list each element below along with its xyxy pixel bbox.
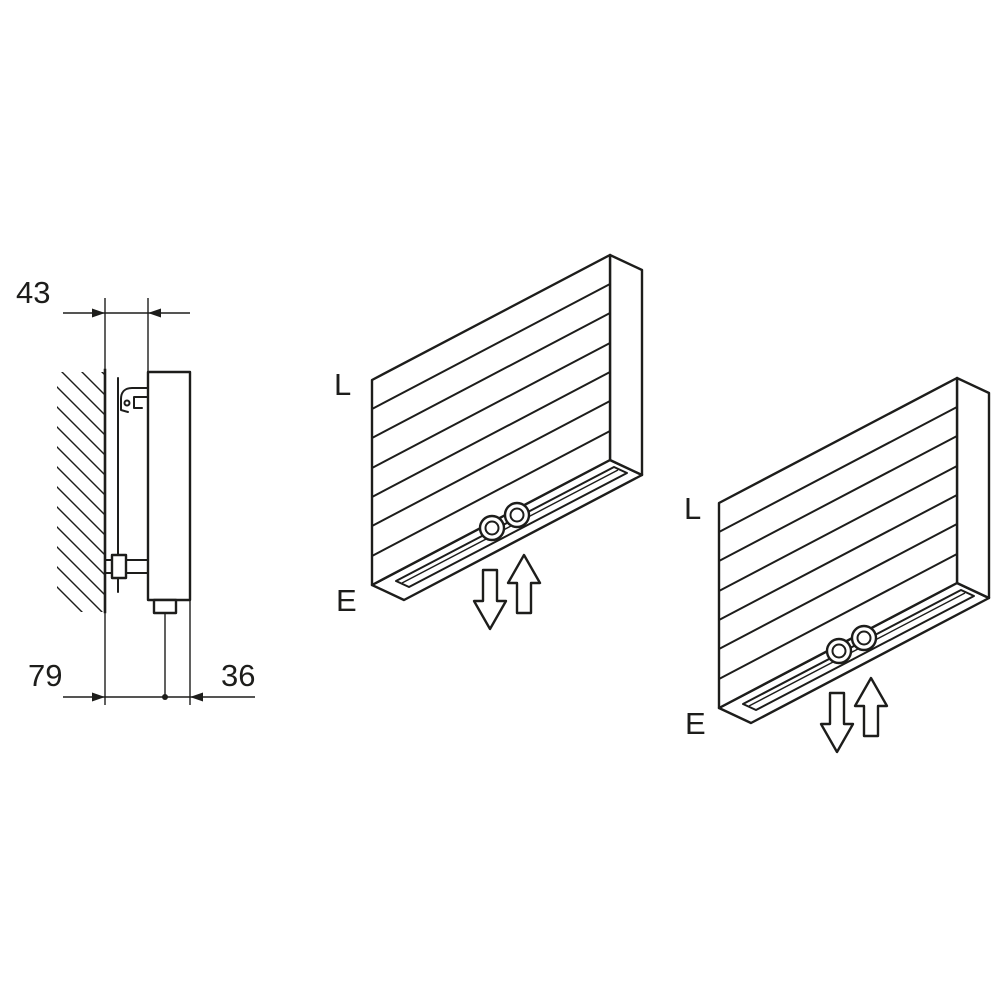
bottom-mounting-bracket [105,553,149,580]
dimension-extension-lines [104,298,191,705]
isometric-radiator-2 [717,376,991,754]
top-mounting-bracket [120,387,149,413]
dimension-value-top: 43 [16,275,50,310]
port-label-E: E [336,583,357,618]
dimension-arrowhead [190,692,203,702]
wall-hatching [57,372,105,612]
isometric-view-back-model: L E [684,376,991,754]
isometric-radiator-1 [370,253,644,631]
side-view-diagram: 43 79 36 [16,275,255,705]
port-label-L: L [684,491,701,526]
dimension-value-bottom-right: 36 [221,658,255,693]
dimension-bottom: 79 36 [28,658,255,702]
port-label-L: L [334,367,351,402]
port-label-E: E [685,706,706,741]
dimension-arrowhead [92,308,105,318]
bottom-valve [152,598,178,615]
isometric-view-front-model: L E [334,253,644,631]
dimension-top: 43 [16,275,190,318]
dimension-arrowhead [92,692,105,702]
dimension-arrowhead [148,308,161,318]
dimension-value-bottom-left: 79 [28,658,62,693]
radiator-side-profile [146,370,192,602]
dimension-node-dot [162,694,168,700]
